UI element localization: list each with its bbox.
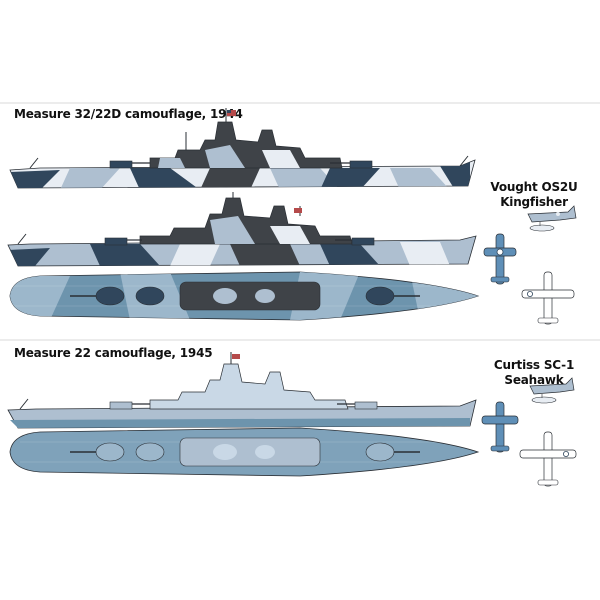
- measure-22-caption: Measure 22 camouflage, 1945: [14, 346, 213, 360]
- seahawk-caption-line2: Seahawk: [504, 373, 564, 387]
- kingfisher-caption-line2: Kingfisher: [500, 195, 568, 209]
- seahawk-caption: Curtiss SC-1 Seahawk: [480, 358, 588, 388]
- kingfisher-caption-line1: Vought OS2U: [490, 180, 578, 194]
- kingfisher-caption: Vought OS2U Kingfisher: [486, 180, 582, 210]
- seahawk-caption-line1: Curtiss SC-1: [493, 358, 575, 372]
- measure-32-caption: Measure 32/22D camouflage, 1944: [14, 107, 243, 121]
